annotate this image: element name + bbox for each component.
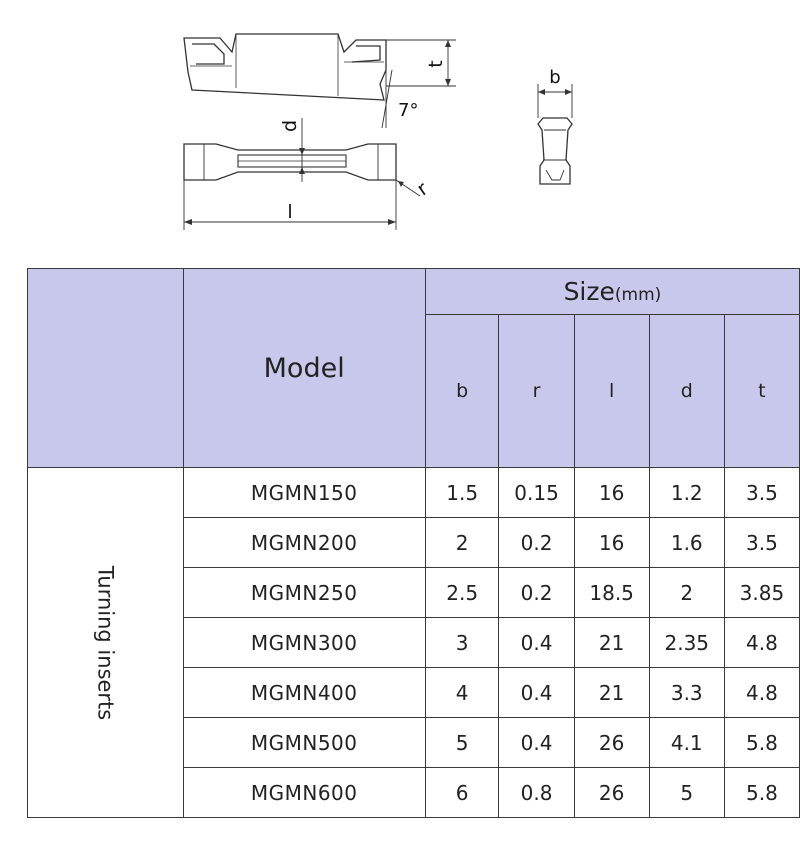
value-t: 5.8 — [723, 767, 800, 818]
insert-technical-drawing: t 7° b d r l — [183, 33, 573, 230]
value-d: 2 — [648, 567, 725, 618]
value-l: 21 — [573, 617, 650, 668]
dim-label-d: d — [279, 120, 301, 132]
table-row: MGMN400 4 0.4 21 3.3 4.8 — [28, 667, 800, 718]
category-cell: Turning inserts — [27, 467, 184, 818]
value-b: 2 — [424, 517, 500, 568]
model-cell: MGMN400 — [182, 667, 426, 718]
value-d: 1.2 — [648, 467, 725, 518]
value-r: 0.4 — [498, 717, 575, 768]
dim-label-t: t — [425, 60, 447, 67]
value-l: 26 — [573, 717, 650, 768]
model-cell: MGMN200 — [182, 517, 426, 568]
value-b: 4 — [424, 667, 500, 718]
value-r: 0.4 — [498, 617, 575, 668]
value-t: 3.5 — [723, 517, 800, 568]
value-b: 1.5 — [424, 467, 500, 518]
insert-top-view — [183, 143, 397, 181]
value-t: 3.5 — [723, 467, 800, 518]
value-l: 16 — [573, 467, 650, 518]
table-row: MGMN600 6 0.8 26 5 5.8 — [28, 767, 800, 818]
size-unit: (mm) — [614, 285, 662, 305]
value-d: 5 — [648, 767, 725, 818]
value-r: 0.2 — [498, 567, 575, 618]
value-r: 0.8 — [498, 767, 575, 818]
value-b: 6 — [424, 767, 500, 818]
size-header-cell: Size(mm) — [424, 268, 800, 315]
category-label: Turning inserts — [93, 565, 118, 720]
column-header-d: d — [648, 314, 725, 468]
insert-size-table: Model Size(mm) b r l d t Turning inserts… — [27, 268, 800, 818]
dim-label-r: r — [413, 178, 432, 201]
model-cell: MGMN300 — [182, 617, 426, 668]
column-header-b: b — [424, 314, 500, 468]
value-d: 3.3 — [648, 667, 725, 718]
size-header: Size — [563, 277, 615, 306]
model-header: Model — [263, 352, 345, 384]
model-cell: MGMN150 — [182, 467, 426, 518]
value-t: 4.8 — [723, 617, 800, 668]
value-b: 5 — [424, 717, 500, 768]
dim-label-l: l — [287, 201, 292, 223]
insert-end-view — [537, 117, 573, 185]
model-cell: MGMN250 — [182, 567, 426, 618]
insert-side-view — [183, 33, 387, 101]
model-cell: MGMN500 — [182, 717, 426, 768]
table-row: MGMN300 3 0.4 21 2.35 4.8 — [28, 617, 800, 668]
category-header-cell — [27, 268, 184, 468]
column-header-l: l — [573, 314, 650, 468]
dim-label-angle: 7° — [398, 100, 418, 121]
value-d: 1.6 — [648, 517, 725, 568]
value-t: 3.85 — [723, 567, 800, 618]
value-l: 21 — [573, 667, 650, 718]
column-header-t: t — [723, 314, 800, 468]
table-row: MGMN500 5 0.4 26 4.1 5.8 — [28, 717, 800, 768]
value-b: 2.5 — [424, 567, 500, 618]
table-row: MGMN250 2.5 0.2 18.5 2 3.85 — [28, 567, 800, 618]
value-r: 0.15 — [498, 467, 575, 518]
model-cell: MGMN600 — [182, 767, 426, 818]
value-l: 26 — [573, 767, 650, 818]
value-l: 18.5 — [573, 567, 650, 618]
value-t: 4.8 — [723, 667, 800, 718]
value-l: 16 — [573, 517, 650, 568]
model-header-cell: Model — [182, 268, 426, 468]
value-t: 5.8 — [723, 717, 800, 768]
value-r: 0.4 — [498, 667, 575, 718]
value-r: 0.2 — [498, 517, 575, 568]
value-b: 3 — [424, 617, 500, 668]
dim-label-b: b — [549, 67, 560, 88]
value-d: 4.1 — [648, 717, 725, 768]
table-row: Turning inserts MGMN150 1.5 0.15 16 1.2 … — [27, 467, 800, 818]
value-d: 2.35 — [648, 617, 725, 668]
column-header-r: r — [498, 314, 575, 468]
